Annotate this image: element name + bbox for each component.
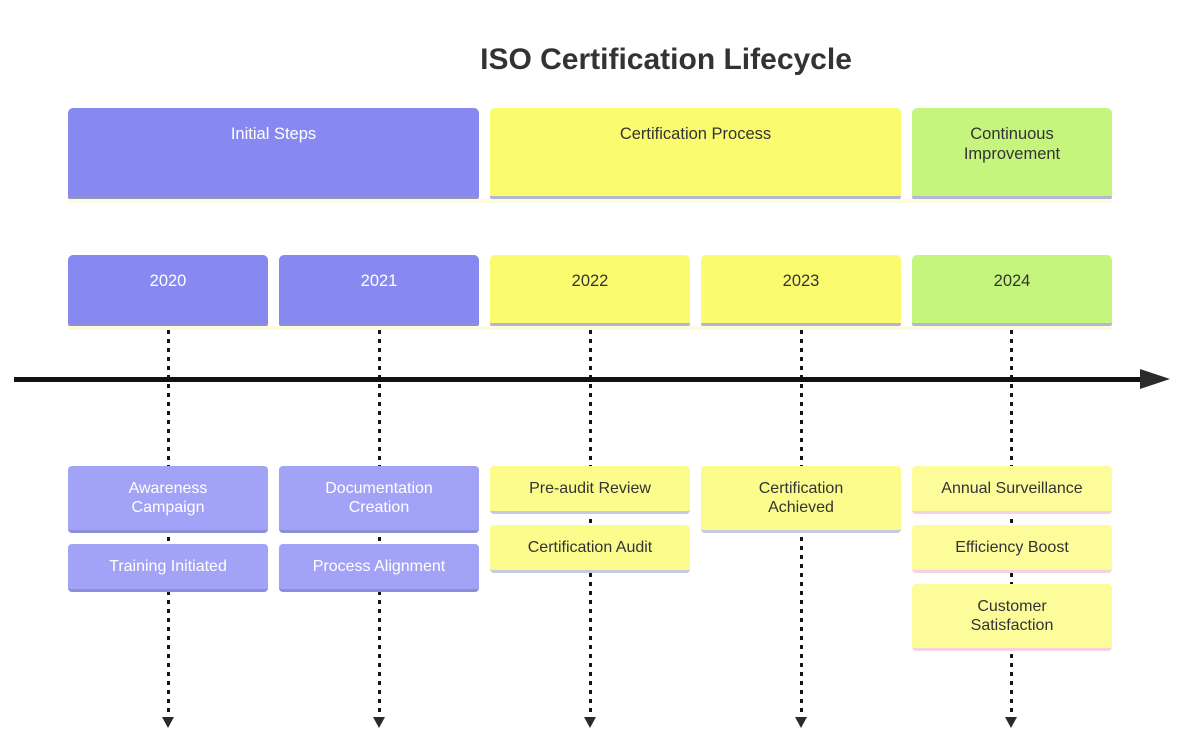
event-process-alignment: Process Alignment [279, 544, 479, 592]
period-row-underline [68, 326, 1112, 330]
period-2023: 2023 [701, 255, 901, 326]
down-arrowhead-icon [795, 717, 807, 728]
right-arrowhead-icon [1140, 369, 1170, 389]
period-2020: 2020 [68, 255, 268, 326]
down-arrowhead-icon [584, 717, 596, 728]
section-initial-steps: Initial Steps [68, 108, 479, 199]
down-arrowhead-icon [373, 717, 385, 728]
timeline-connector-2022 [589, 330, 592, 718]
period-2021: 2021 [279, 255, 479, 326]
event-column-2020: Awareness Campaign Training Initiated [68, 466, 268, 603]
event-certification-audit: Certification Audit [490, 525, 690, 573]
event-annual-surveillance: Annual Surveillance [912, 466, 1112, 514]
event-pre-audit-review: Pre-audit Review [490, 466, 690, 514]
event-training-initiated: Training Initiated [68, 544, 268, 592]
down-arrowhead-icon [1005, 717, 1017, 728]
section-row-underline [68, 199, 1112, 203]
event-documentation-creation: Documentation Creation [279, 466, 479, 533]
timeline-connector-2024 [1010, 330, 1013, 718]
section-certification-process: Certification Process [490, 108, 901, 199]
event-column-2022: Pre-audit Review Certification Audit [490, 466, 690, 584]
section-continuous-improvement: Continuous Improvement [912, 108, 1112, 199]
event-customer-satisfaction: Customer Satisfaction [912, 584, 1112, 651]
down-arrowhead-icon [162, 717, 174, 728]
timeline-axis-line [14, 377, 1146, 382]
diagram-title: ISO Certification Lifecycle [480, 43, 852, 76]
period-2024: 2024 [912, 255, 1112, 326]
event-column-2024: Annual Surveillance Efficiency Boost Cus… [912, 466, 1112, 662]
event-efficiency-boost: Efficiency Boost [912, 525, 1112, 573]
event-column-2023: Certification Achieved [701, 466, 901, 544]
event-certification-achieved: Certification Achieved [701, 466, 901, 533]
event-awareness-campaign: Awareness Campaign [68, 466, 268, 533]
event-column-2021: Documentation Creation Process Alignment [279, 466, 479, 603]
period-2022: 2022 [490, 255, 690, 326]
